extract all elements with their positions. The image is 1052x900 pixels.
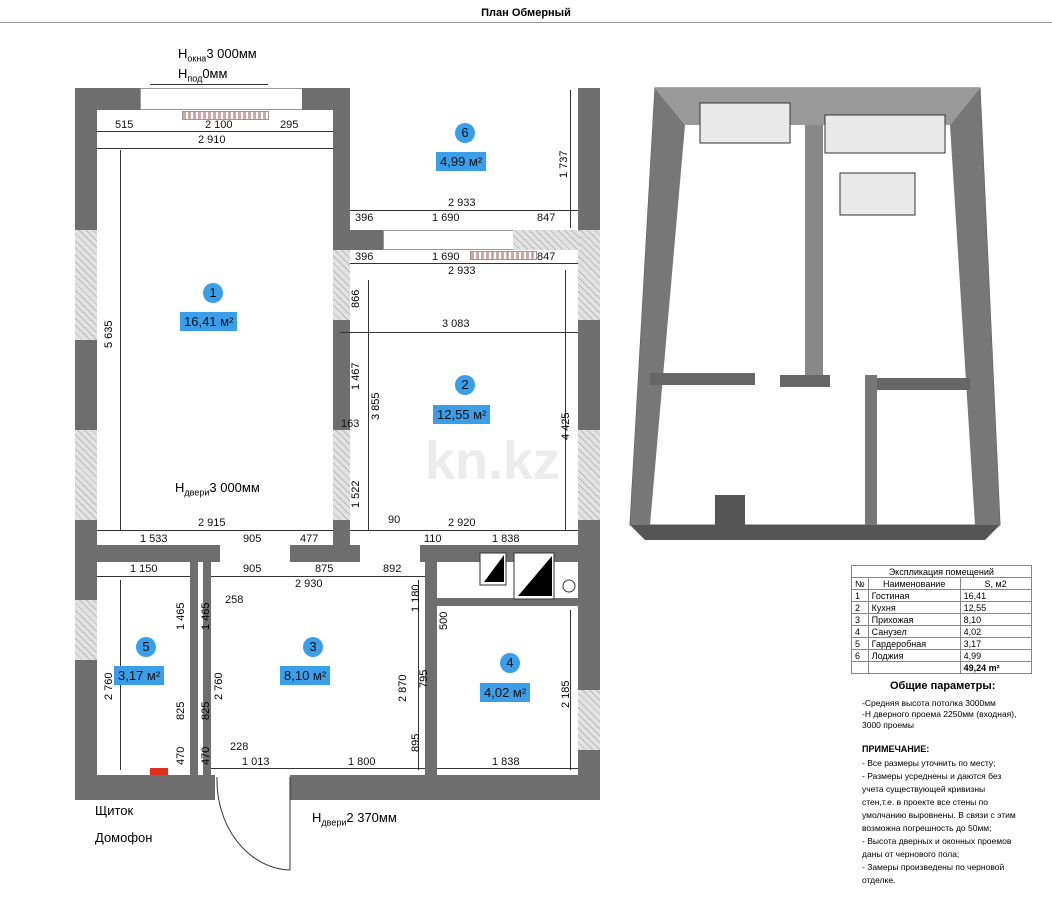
dim: 2 915 xyxy=(198,517,226,529)
dim: 258 xyxy=(225,594,244,606)
sill-height-label: Hпод0мм xyxy=(178,66,228,84)
header: № xyxy=(851,577,869,590)
params-list: -Средняя высота потолка 3000мм-Н дверног… xyxy=(862,698,1017,730)
dim: 1 533 xyxy=(140,533,168,545)
room-5-area: 3,17 м² xyxy=(114,666,165,685)
room-3-area: 8,10 м² xyxy=(280,666,331,685)
dim: 1 838 xyxy=(492,756,520,768)
header: Наименование xyxy=(867,577,961,590)
dim: 1 737 xyxy=(558,150,570,178)
dim: 2 930 xyxy=(295,578,323,590)
dim: 866 xyxy=(350,289,362,308)
dim: 396 xyxy=(355,251,374,263)
dim: 477 xyxy=(300,533,319,545)
table-total-row: 49,24 m² xyxy=(851,661,1032,674)
door-height-label: Hдвери3 000мм xyxy=(175,480,260,498)
dim: 825 xyxy=(175,701,187,720)
dim: 2 760 xyxy=(213,672,225,700)
dim: 3 855 xyxy=(370,392,382,420)
dim: 2 933 xyxy=(448,265,476,277)
dim: 847 xyxy=(537,212,556,224)
params-title: Общие параметры: xyxy=(890,680,996,692)
dim: 163 xyxy=(341,418,360,430)
dim: 795 xyxy=(418,669,430,688)
dim: 500 xyxy=(438,611,450,630)
dim: 825 xyxy=(200,701,212,720)
radiator-icon xyxy=(182,111,269,120)
dim: 90 xyxy=(388,514,401,526)
bathroom-fixtures-icon xyxy=(479,552,576,600)
dim: 2 100 xyxy=(205,119,233,131)
shield-label: Щиток xyxy=(95,803,134,818)
dim: 5 635 xyxy=(103,320,115,348)
dim: 515 xyxy=(115,119,134,131)
dim: 847 xyxy=(537,251,556,263)
dim: 4 425 xyxy=(560,412,572,440)
room-4-number: 4 xyxy=(500,653,520,673)
room-2-area: 12,55 м² xyxy=(433,405,491,424)
header: S, м2 xyxy=(959,577,1032,590)
radiator-icon xyxy=(470,251,537,260)
dim: 895 xyxy=(410,733,422,752)
dim: 1 465 xyxy=(175,602,187,630)
dim: 1 800 xyxy=(348,756,376,768)
room-2-number: 2 xyxy=(455,375,475,395)
dim: 875 xyxy=(315,563,334,575)
room-1-area: 16,41 м² xyxy=(180,312,238,331)
room-3-number: 3 xyxy=(303,637,323,657)
dim: 1 465 xyxy=(200,602,212,630)
dim: 1 467 xyxy=(350,362,362,390)
dim: 1 522 xyxy=(350,480,362,508)
dim: 470 xyxy=(175,746,187,765)
dim: 2 910 xyxy=(198,134,226,146)
dim: 2 870 xyxy=(397,674,409,702)
intercom-label: Домофон xyxy=(95,830,153,845)
electric-panel-icon xyxy=(150,768,168,775)
dim: 905 xyxy=(243,533,262,545)
table-title: Экспликация помещений xyxy=(851,565,1032,578)
watermark: kn.kz xyxy=(425,431,561,491)
dim: 228 xyxy=(230,741,249,753)
entrance-door-height-label: Hдвери2 370мм xyxy=(312,810,397,828)
dim: 1 690 xyxy=(432,251,460,263)
window-height-label: Hокна3 000мм xyxy=(178,46,257,64)
room-1-number: 1 xyxy=(203,283,223,303)
notes-list: - Все размеры уточнить по месту;- Размер… xyxy=(862,758,1016,885)
dim: 1 838 xyxy=(492,533,520,545)
dim: 905 xyxy=(243,563,262,575)
sheet-title: План Обмерный xyxy=(0,0,1052,23)
dim: 2 933 xyxy=(448,197,476,209)
room-6-number: 6 xyxy=(455,123,475,143)
dim: 1 690 xyxy=(432,212,460,224)
dim: 1 180 xyxy=(410,584,422,612)
dim: 1 013 xyxy=(242,756,270,768)
dim: 110 xyxy=(424,533,442,545)
dim: 892 xyxy=(383,563,402,575)
room-4-area: 4,02 м² xyxy=(480,683,531,702)
dim: 470 xyxy=(200,746,212,765)
room-5-number: 5 xyxy=(136,637,156,657)
dim: 2 920 xyxy=(448,517,476,529)
dim: 3 083 xyxy=(442,318,470,330)
note-title: ПРИМЕЧАНИЕ: xyxy=(862,744,930,754)
dim: 396 xyxy=(355,212,374,224)
dim: 2 185 xyxy=(560,680,572,708)
dim: 1 150 xyxy=(130,563,158,575)
3d-view-illustration xyxy=(629,87,1001,540)
entrance-door-icon xyxy=(216,776,291,871)
dim: 295 xyxy=(280,119,299,131)
room-6-area: 4,99 м² xyxy=(436,152,487,171)
